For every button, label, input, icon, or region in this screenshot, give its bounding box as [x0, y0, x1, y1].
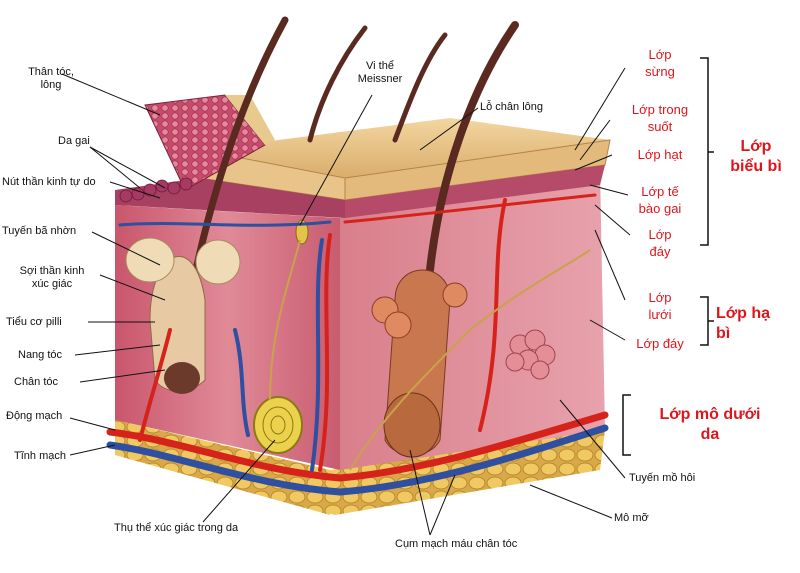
label-tinh-mach: Tĩnh mạch	[14, 450, 66, 462]
label-lop-luoi-1: Lớp	[648, 290, 672, 305]
label-lop-luoi: Lớp lưới	[625, 289, 695, 323]
brackets	[622, 57, 714, 456]
label-lop-day: Lớp đáy	[625, 226, 695, 260]
label-lop-mo-duoi-da-1: Lớp mô dưới	[659, 406, 761, 423]
label-lop-bieu-bi-2: biểu bì	[730, 158, 782, 175]
label-nang-toc: Nang tóc	[18, 349, 63, 361]
label-than-toc-line2: lông	[40, 79, 62, 91]
label-nut-than-kinh: Nút thần kinh tự do	[2, 176, 96, 188]
sweat-gland	[505, 329, 556, 380]
label-than-toc: Thân tóc, lông	[6, 66, 96, 92]
label-vi-the: Vi thể	[366, 60, 394, 72]
blood-vessels	[106, 193, 609, 496]
label-lop-trong-suot-2: suốt	[647, 119, 673, 134]
label-lop-mo-duoi-da-2: da	[700, 426, 720, 443]
label-chan-toc: Chân tóc	[14, 376, 59, 388]
label-soi-than-kinh-line1: Sợi thần kinh	[19, 265, 85, 277]
label-lop-sung-1: Lớp	[648, 47, 672, 62]
papillae-bumps	[119, 177, 193, 203]
label-lop-mo-duoi-da: Lớp mô dưới da	[640, 405, 780, 445]
label-da-gai: Da gai	[58, 135, 90, 147]
label-lop-day2: Lớp đáy	[636, 336, 684, 351]
label-thu-the: Thụ thể xúc giác trong da	[114, 522, 239, 534]
touch-receptor	[253, 396, 303, 454]
label-lop-bieu-bi-1: Lớp	[740, 138, 772, 155]
nerve-fibers	[269, 239, 591, 471]
label-meissner: Meissner	[357, 73, 403, 85]
label-lo-chan-long: Lỗ chân lông	[480, 101, 543, 113]
label-lop-te-bao-gai-2: bào gai	[638, 201, 682, 216]
label-soi-than-kinh-line2: xúc giác	[31, 278, 73, 290]
label-lop-day-2: đáy	[649, 244, 671, 259]
label-lop-hat: Lớp hạt	[637, 147, 683, 162]
label-lop-trong-suot-1: Lớp trong	[631, 102, 689, 117]
label-lop-day-1: Lớp	[648, 227, 672, 242]
label-lop-te-bao-gai-1: Lớp tế	[641, 184, 679, 199]
hair-follicle-center	[371, 269, 468, 458]
label-tuyen-ba-nhon: Tuyến bã nhờn	[2, 225, 77, 237]
meissner-corpuscle	[295, 219, 309, 245]
label-soi-than-kinh: Sợi thần kinh xúc giác	[2, 265, 102, 291]
label-tieu-co: Tiểu cơ pilli	[6, 316, 62, 328]
label-lop-luoi-2: lưới	[648, 307, 672, 322]
label-vi-the-meissner: Vi thể Meissner	[350, 60, 410, 86]
label-dong-mach: Động mạch	[6, 410, 63, 422]
label-cum-mach: Cụm mạch máu chân tóc	[395, 538, 518, 550]
label-lop-ha-bi-1: Lớp hạ	[716, 305, 771, 322]
label-lop-te-bao-gai: Lớp tế bào gai	[625, 183, 695, 217]
label-lop-trong-suot: Lớp trong suốt	[615, 101, 705, 135]
label-tuyen-mo-hoi: Tuyến mồ hôi	[629, 472, 696, 484]
label-lop-sung-2: sừng	[645, 64, 675, 79]
leader-lines	[61, 67, 631, 536]
label-lop-ha-bi-2: bì	[716, 325, 731, 342]
label-mo-mo: Mô mỡ	[614, 512, 649, 524]
label-lop-bieu-bi: Lớp biểu bì	[716, 137, 796, 177]
label-than-toc-line1: Thân tóc,	[28, 66, 74, 78]
label-lop-ha-bi: Lớp hạ bì	[716, 304, 796, 344]
label-lop-sung: Lớp sừng	[625, 46, 695, 80]
